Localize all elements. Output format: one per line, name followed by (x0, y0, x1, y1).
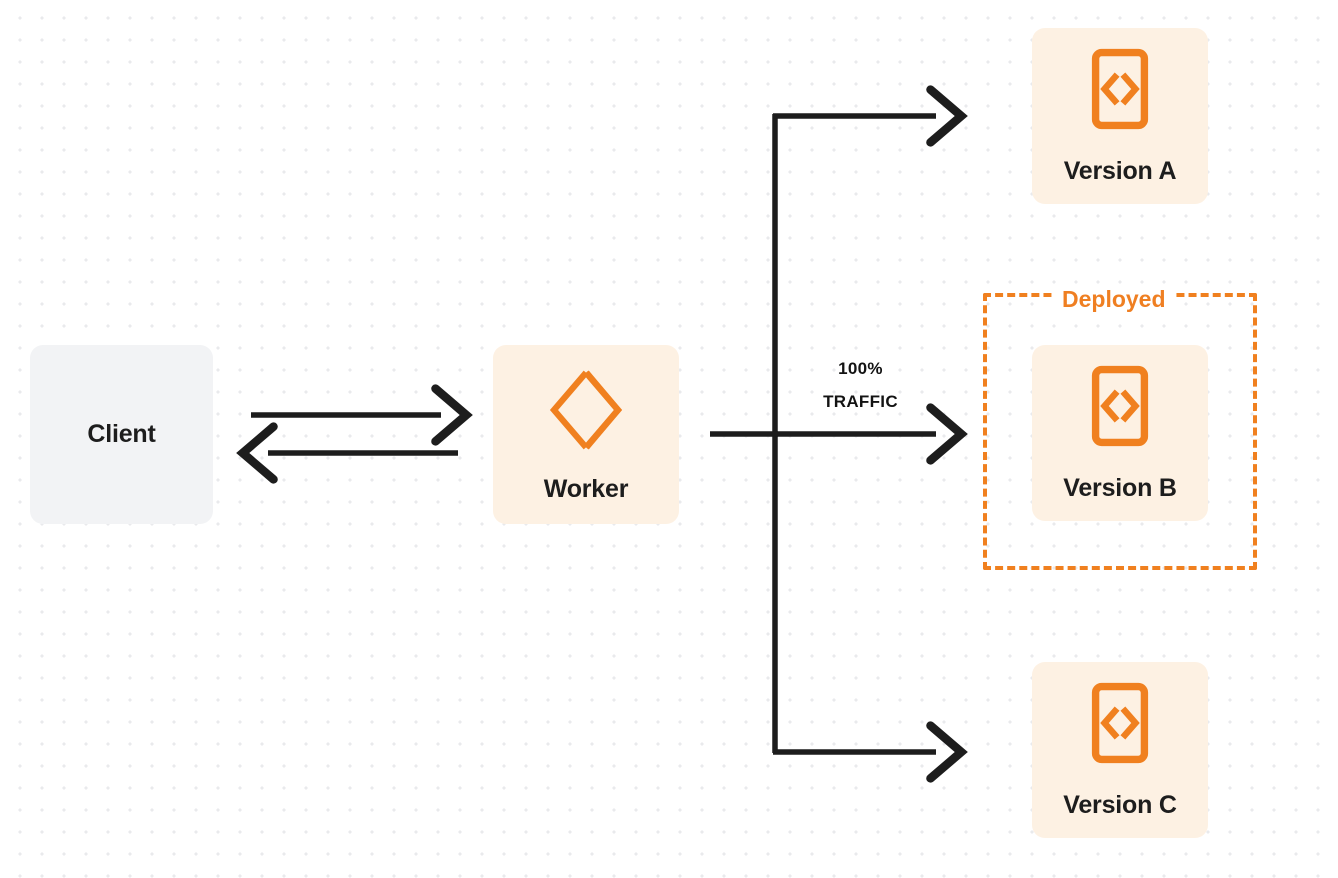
traffic-label: 100% TRAFFIC (778, 352, 943, 418)
traffic-percent: 100% (838, 359, 883, 378)
code-file-icon (1091, 682, 1149, 769)
node-version-a-label: Version A (1063, 157, 1177, 185)
traffic-unit: TRAFFIC (823, 392, 898, 412)
node-version-c[interactable]: Version C (1032, 662, 1208, 838)
node-client-label: Client (87, 420, 156, 448)
node-version-b[interactable]: Version B (1032, 345, 1208, 521)
code-file-icon (1091, 48, 1149, 135)
node-client[interactable]: Client (30, 345, 213, 524)
node-worker[interactable]: Worker (493, 345, 679, 524)
deployed-group-label: Deployed (1052, 288, 1176, 311)
node-version-c-label: Version C (1063, 791, 1177, 819)
code-file-icon (1091, 365, 1149, 452)
workers-logo-icon (544, 368, 628, 457)
node-version-a[interactable]: Version A (1032, 28, 1208, 204)
node-worker-label: Worker (543, 474, 629, 503)
node-version-b-label: Version B (1063, 474, 1177, 502)
